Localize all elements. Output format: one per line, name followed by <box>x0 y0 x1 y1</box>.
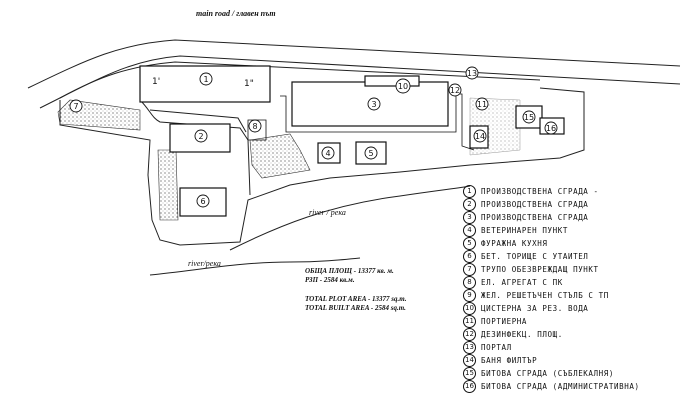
legend-number: 5 <box>463 236 476 250</box>
legend-number: 13 <box>463 340 476 354</box>
legend-text: ПОРТИЕРНА <box>481 316 528 326</box>
area-summary: ОБЩА ПЛОЩ - 13377 кв. м. РЗП - 2584 кв.м… <box>305 267 455 313</box>
legend-number: 14 <box>463 353 476 367</box>
legend-item: 14 БАНЯ ФИЛТЪР <box>463 353 537 367</box>
svg-text:8: 8 <box>252 122 257 131</box>
legend-number: 6 <box>463 249 476 263</box>
legend-text: БЕТ. ТОРИЩЕ С УТАИТЕЛ <box>481 251 589 261</box>
legend-item: 8 ЕЛ. АГРЕГАТ С ПК <box>463 275 563 289</box>
river-bank-south <box>149 257 361 276</box>
main-road-inner <box>59 61 541 99</box>
marker-10: 10 <box>395 78 411 94</box>
plot-area-bg: ОБЩА ПЛОЩ - 13377 кв. м. <box>305 267 394 275</box>
marker-12: 12 <box>448 83 462 97</box>
marker-6: 6 <box>196 194 210 208</box>
legend-item: 9 ЖЕЛ. РЕШЕТЪЧЕН СТЪЛБ С ТП <box>463 288 609 302</box>
legend-number: 2 <box>463 197 476 211</box>
legend-item: 2 ПРОИЗВОДСТВЕНА СГРАДА <box>463 197 588 211</box>
svg-text:3: 3 <box>371 100 376 109</box>
legend-number: 16 <box>463 379 476 393</box>
legend-text: ДЕЗИНФЕКЦ. ПЛОЩ. <box>481 329 563 339</box>
main-road-label: main road / главен път <box>196 9 276 18</box>
svg-text:6: 6 <box>200 197 205 206</box>
legend-number: 4 <box>463 223 476 237</box>
legend-number: 15 <box>463 366 476 380</box>
svg-text:2: 2 <box>198 132 203 141</box>
legend-text: БИТОВА СГРАДА (АДМИНИСТРАТИВНА) <box>481 381 640 391</box>
legend-item: 16 БИТОВА СГРАДА (АДМИНИСТРАТИВНА) <box>463 379 640 393</box>
legend-number: 11 <box>463 314 476 328</box>
svg-text:14: 14 <box>475 132 485 141</box>
legend-text: ТРУПО ОБЕЗВРЕЖДАЩ ПУНКТ <box>481 264 599 274</box>
marker-8: 8 <box>248 119 262 133</box>
river-bank-north <box>229 185 471 251</box>
site-boundary <box>59 87 585 246</box>
legend-text: ЖЕЛ. РЕШЕТЪЧЕН СТЪЛБ С ТП <box>481 290 609 300</box>
legend-text: ПРОИЗВОДСТВЕНА СГРАДА <box>481 199 589 209</box>
legend-text: ПРОИЗВОДСТВЕНА СГРАДА - <box>481 186 599 196</box>
legend-text: ПОРТАЛ <box>481 342 512 352</box>
legend-number: 9 <box>463 288 476 302</box>
legend-item: 7 ТРУПО ОБЕЗВРЕЖДАЩ ПУНКТ <box>463 262 599 276</box>
marker-4: 4 <box>321 146 335 160</box>
legend-item: 3 ПРОИЗВОДСТВЕНА СГРАДА <box>463 210 588 224</box>
marker-13: 13 <box>465 66 479 80</box>
svg-text:10: 10 <box>398 82 408 91</box>
legend-item: 10 ЦИСТЕРНА ЗА РЕЗ. ВОДА <box>463 301 588 315</box>
legend-text: ВЕТЕРИНАРЕН ПУНКТ <box>481 225 568 235</box>
legend-text: ЕЛ. АГРЕГАТ С ПК <box>481 277 563 287</box>
legend-number: 3 <box>463 210 476 224</box>
hatched-zone-south <box>157 149 179 221</box>
building-10 <box>364 75 420 87</box>
legend-text: БИТОВА СГРАДА (СЪБЛЕКАЛНЯ) <box>481 368 614 378</box>
svg-text:11: 11 <box>477 100 487 109</box>
legend-text: БАНЯ ФИЛТЪР <box>481 355 538 365</box>
marker-1: 1 <box>199 72 213 86</box>
plot-area-en: TOTAL PLOT AREA - 13377 sq.m. <box>305 295 407 303</box>
svg-text:4: 4 <box>325 149 330 158</box>
legend-number: 1 <box>463 184 476 198</box>
hatched-zone-center <box>249 133 311 179</box>
marker-11: 11 <box>475 97 489 111</box>
legend-item: 4 ВЕТЕРИНАРЕН ПУНКТ <box>463 223 568 237</box>
built-area-en: TOTAL BUILT AREA - 2584 sq.m. <box>305 304 406 312</box>
legend-item: 13 ПОРТАЛ <box>463 340 512 354</box>
svg-text:7: 7 <box>73 102 78 111</box>
river-label-1: river / река <box>309 208 346 217</box>
svg-text:5: 5 <box>368 149 373 158</box>
building-markers: 1 2 3 4 5 6 7 8 10 11 12 13 14 15 16 <box>69 66 558 208</box>
built-area-bg: РЗП - 2584 кв.м. <box>305 276 355 284</box>
legend-number: 10 <box>463 301 476 315</box>
legend-item: 11 ПОРТИЕРНА <box>463 314 527 328</box>
legend-item: 12 ДЕЗИНФЕКЦ. ПЛОЩ. <box>463 327 563 341</box>
marker-2: 2 <box>194 129 208 143</box>
legend-text: ФУРАЖНА КУХНЯ <box>481 238 548 248</box>
svg-text:13: 13 <box>467 69 477 78</box>
marker-3: 3 <box>367 97 381 111</box>
svg-text:15: 15 <box>524 113 534 122</box>
svg-text:16: 16 <box>546 124 556 133</box>
legend-item: 6 БЕТ. ТОРИЩЕ С УТАИТЕЛ <box>463 249 588 263</box>
marker-15: 15 <box>522 110 536 124</box>
building-1-prime-label: 1' <box>152 77 160 87</box>
legend-item: 15 БИТОВА СГРАДА (СЪБЛЕКАЛНЯ) <box>463 366 614 380</box>
marker-14: 14 <box>473 129 487 143</box>
legend-text: ЦИСТЕРНА ЗА РЕЗ. ВОДА <box>481 303 589 313</box>
legend-number: 8 <box>463 275 476 289</box>
legend-number: 12 <box>463 327 476 341</box>
legend-number: 7 <box>463 262 476 276</box>
river-label-2: river/река <box>188 259 221 268</box>
legend-text: ПРОИЗВОДСТВЕНА СГРАДА <box>481 212 589 222</box>
legend-item: 5 ФУРАЖНА КУХНЯ <box>463 236 548 250</box>
marker-5: 5 <box>364 146 378 160</box>
svg-text:1: 1 <box>203 75 208 84</box>
main-road-edge-north <box>27 39 681 89</box>
svg-text:12: 12 <box>450 86 460 95</box>
building-1-double-prime-label: 1" <box>244 79 254 89</box>
marker-16: 16 <box>544 121 558 135</box>
marker-7: 7 <box>69 99 83 113</box>
legend-item: 1 ПРОИЗВОДСТВЕНА СГРАДА - <box>463 184 599 198</box>
